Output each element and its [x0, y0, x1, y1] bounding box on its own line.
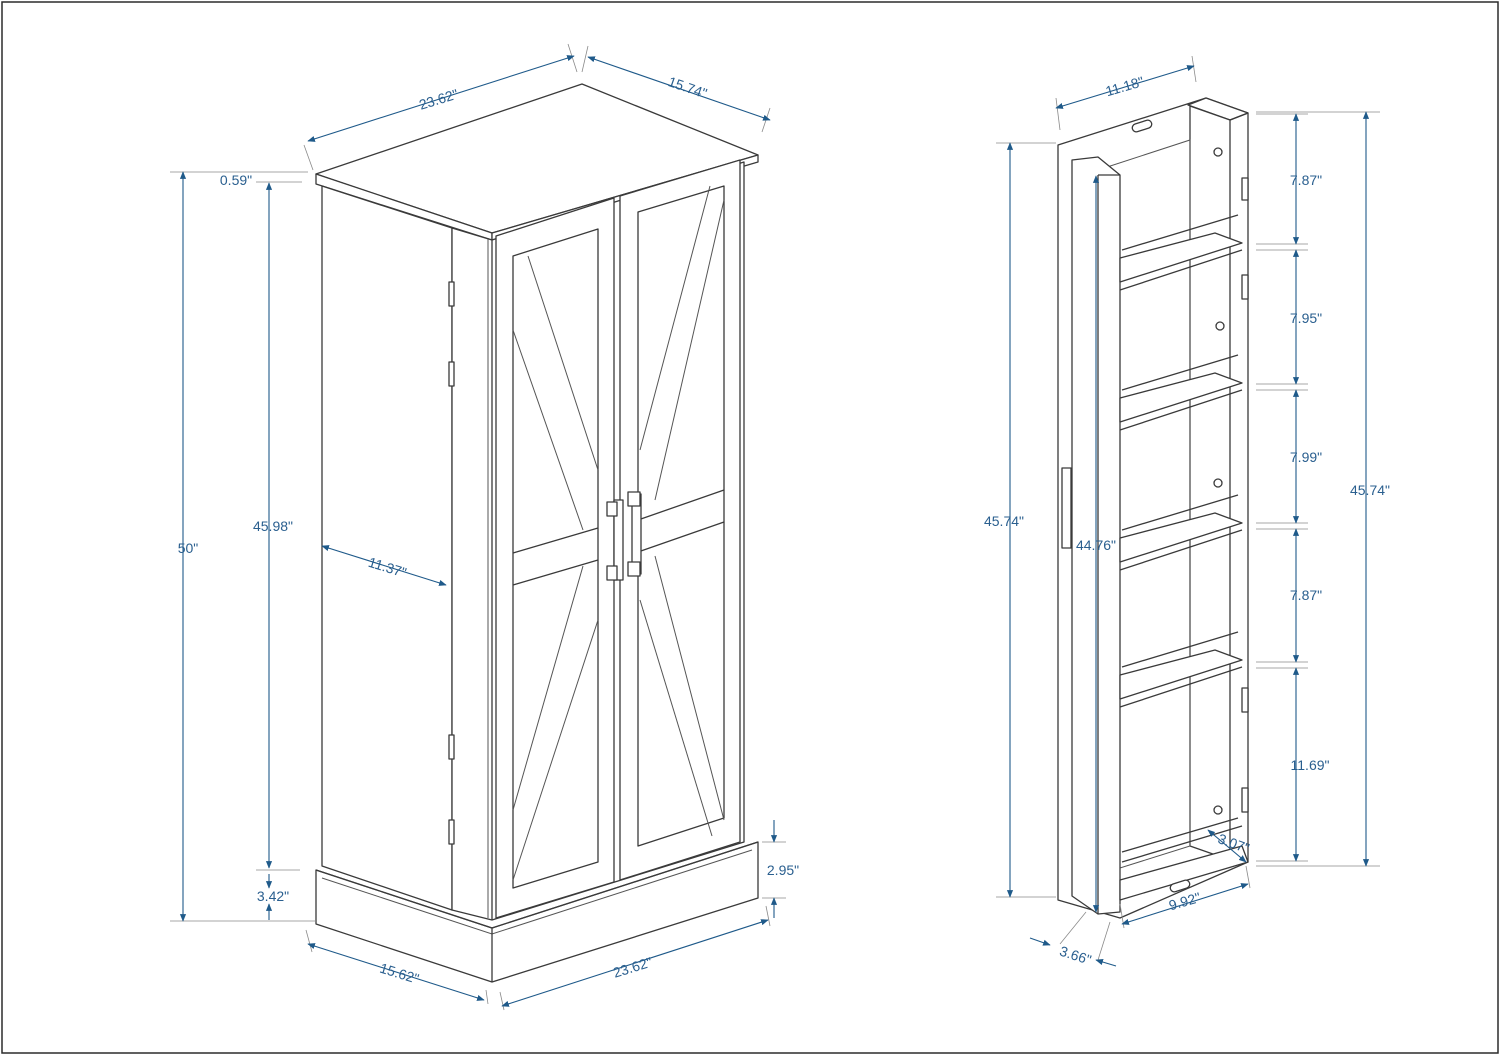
label-body-height: 45.98" — [253, 518, 293, 534]
left-handle — [613, 499, 624, 581]
label-shelf-gap-2: 7.95" — [1290, 310, 1322, 326]
hinge — [448, 281, 455, 307]
label-shelf-gap-4: 7.87" — [1290, 587, 1322, 603]
left-door-panel — [512, 228, 599, 889]
label-top-thickness: 0.59" — [220, 172, 252, 188]
hinge — [448, 361, 455, 387]
door-handle — [1061, 467, 1072, 549]
cabinet-drawing — [315, 83, 759, 983]
label-door-height-inner: 44.76" — [1076, 537, 1116, 553]
door-dimensions — [996, 55, 1380, 967]
label-shelf-gap-5: 11.69" — [1291, 757, 1330, 773]
label-door-height-outer: 45.74" — [984, 513, 1024, 529]
label-door-height-right: 45.74" — [1350, 482, 1390, 498]
label-shelf-gap-3: 7.99" — [1290, 449, 1322, 465]
right-door-panel — [637, 185, 725, 847]
hinge — [448, 819, 455, 845]
label-shelf-gap-1: 7.87" — [1290, 172, 1322, 188]
door-rack-drawing — [1057, 97, 1249, 919]
left-door — [495, 197, 615, 919]
label-plinth-height: 2.95" — [767, 862, 799, 878]
hinge — [448, 734, 455, 760]
cabinet-side-panel — [321, 185, 453, 911]
label-total-height: 50" — [178, 540, 199, 556]
right-door — [619, 159, 741, 881]
cabinet-dimensions — [170, 43, 786, 1011]
label-base-height: 3.42" — [257, 888, 289, 904]
